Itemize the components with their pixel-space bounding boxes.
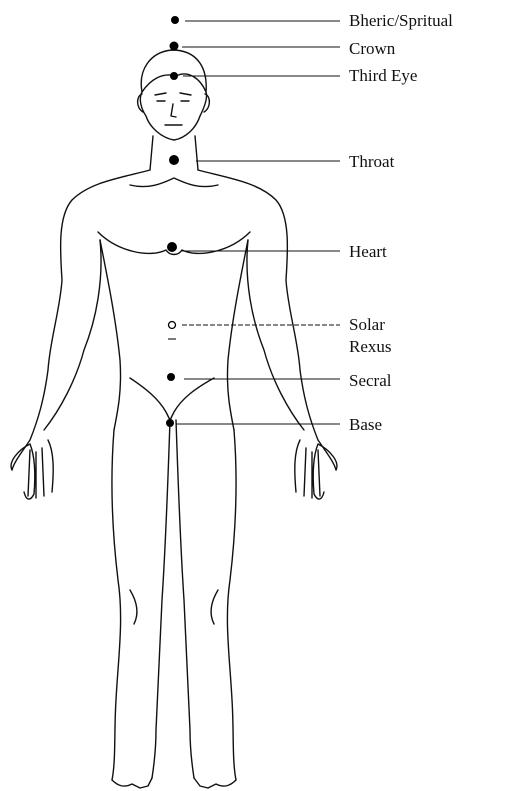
eyebrows	[155, 93, 191, 95]
label-solar-plexus-line2: Rexus	[349, 337, 392, 356]
label-etheric: Bheric/Spritual	[349, 11, 453, 30]
right-hand	[295, 440, 337, 499]
groin-v	[130, 378, 214, 420]
chakra-dot-etheric	[171, 16, 179, 24]
nose	[171, 104, 176, 117]
chakra-dot-crown	[170, 42, 179, 51]
chakra-markers: Bheric/Spritual Crown Third Eye Throat H…	[166, 11, 453, 434]
label-third-eye: Third Eye	[349, 66, 417, 85]
label-heart: Heart	[349, 242, 387, 261]
label-solar-plexus-line1: Solar	[349, 315, 385, 334]
knees	[130, 590, 218, 624]
label-sacral: Secral	[349, 371, 392, 390]
right-foot	[194, 778, 236, 788]
label-throat: Throat	[349, 152, 395, 171]
left-hand	[11, 440, 53, 499]
chakra-dot-third-eye	[170, 72, 178, 80]
chakra-dot-heart	[167, 242, 177, 252]
right-leg-inner	[176, 420, 194, 778]
left-side-outline	[12, 170, 150, 470]
left-foot	[112, 778, 152, 788]
chakra-dot-base	[166, 419, 174, 427]
right-side-outline	[198, 170, 336, 470]
left-leg-outer	[112, 430, 121, 780]
label-crown: Crown	[349, 39, 396, 58]
left-leg-inner	[152, 420, 170, 778]
chakra-dot-throat	[169, 155, 179, 165]
chakra-dot-solar-plexus	[169, 322, 176, 329]
head-outline	[140, 50, 206, 140]
left-torso-side	[100, 240, 121, 430]
right-torso-side	[227, 240, 248, 430]
chakra-dot-sacral	[167, 373, 175, 381]
right-leg-outer	[227, 430, 236, 780]
label-base: Base	[349, 415, 382, 434]
collarbones	[130, 178, 218, 187]
